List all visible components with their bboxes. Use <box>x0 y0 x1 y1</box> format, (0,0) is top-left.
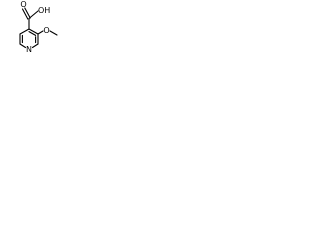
hydroxyl-bond <box>28 10 39 20</box>
ring-bond-n1-c6 <box>19 43 27 49</box>
ring-bond-c2-n1 <box>31 43 39 49</box>
hydroxyl-label: OH <box>38 6 50 15</box>
ring-bond-c5-c4 <box>19 28 30 35</box>
carboxyl-oxygen-label: O <box>20 0 26 9</box>
ring-double-bond-inner-1 <box>28 31 37 36</box>
chemical-structure: O OH O N <box>19 0 58 54</box>
methoxy-oxygen-label: O <box>43 26 49 35</box>
carbonyl-bond-1 <box>21 8 29 20</box>
ring-to-methoxy-bond <box>37 30 44 35</box>
carbonyl-bond-2 <box>24 7 31 19</box>
methoxy-methyl-bond <box>49 30 58 36</box>
ring-bond-c4-c3 <box>28 28 39 35</box>
ring-nitrogen-label: N <box>26 45 32 54</box>
